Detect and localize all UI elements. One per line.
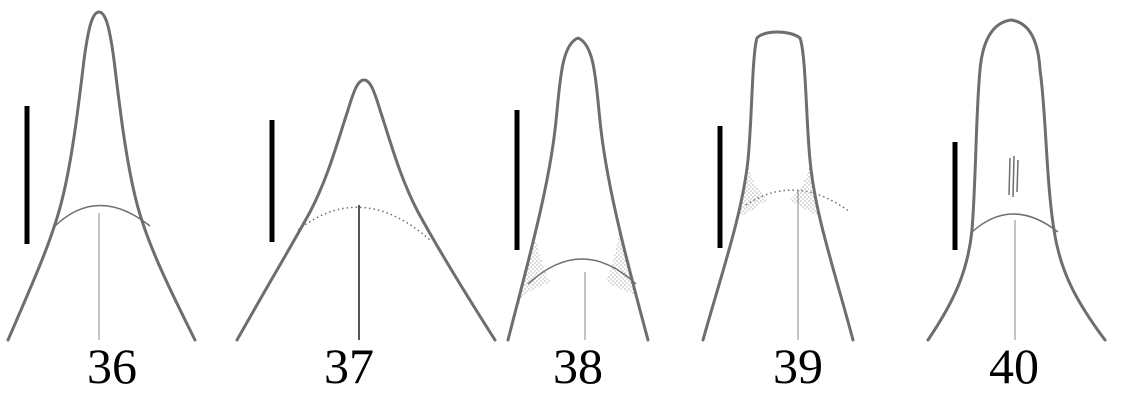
- specimen-37-outline: [235, 78, 497, 342]
- figure-label-39: 39: [773, 338, 823, 394]
- specimen-37-dotted-arc: [297, 206, 431, 241]
- figure-label-37: 37: [324, 338, 374, 394]
- specimen-40: [926, 18, 1107, 342]
- specimen-40-outline: [926, 18, 1107, 342]
- specimen-39-outline: [701, 30, 855, 342]
- specimen-38-outline: [506, 36, 650, 342]
- specimen-37: [235, 78, 497, 342]
- specimen-40-striae: [1008, 155, 1019, 198]
- specimen-39-dotted-arc: [745, 189, 851, 213]
- specimen-40-arc: [971, 213, 1059, 233]
- specimen-39-stipple-left: [738, 150, 768, 215]
- figure-label-40: 40: [989, 338, 1039, 394]
- specimen-36: [6, 10, 197, 342]
- specimen-39: [701, 30, 855, 342]
- specimen-36-outline: [6, 10, 197, 342]
- specimen-38: [506, 36, 650, 342]
- figure-label-38: 38: [553, 338, 603, 394]
- specimen-36-arc: [54, 204, 151, 227]
- specimen-38-arc: [527, 258, 637, 285]
- figure-label-36: 36: [87, 338, 137, 394]
